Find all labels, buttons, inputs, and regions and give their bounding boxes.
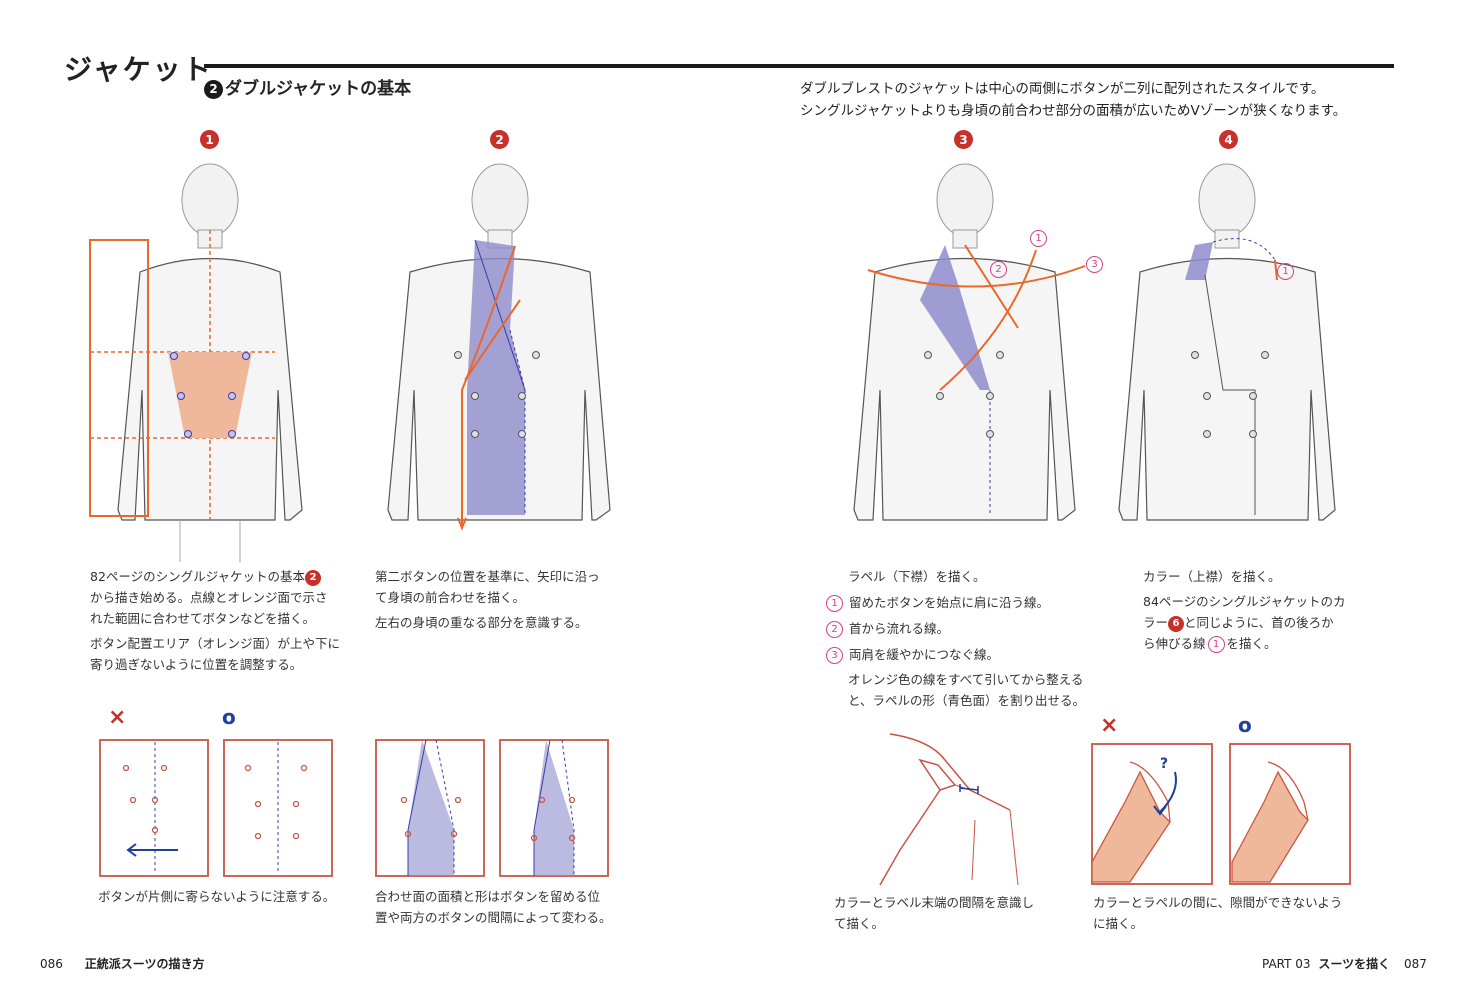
bottom-caption-2a: 合わせ面の面積と形はボタンを留める位 <box>375 889 601 904</box>
wrong-mark-2: × <box>1100 713 1119 738</box>
step-3-badge: 3 <box>954 130 973 149</box>
bottom-caption-2b: 置や両方のボタンの間隔によって変わる。 <box>375 910 612 925</box>
step-3-item-2-text: 首から流れる線。 <box>849 621 950 636</box>
step-3-item-1-mark: 1 <box>826 595 843 612</box>
question-mark: ? <box>1160 756 1169 772</box>
step-2-line-2: 左右の身頃の重なる部分を意識する。 <box>375 615 588 630</box>
step-1-line-1a: 82ページのシングルジャケットの基本 <box>90 569 306 584</box>
step-1-line-1c: れた範囲に合わせてボタンなどを描く。 <box>90 611 316 626</box>
page-title: ジャケット <box>64 53 213 86</box>
step-3-item-2-mark: 2 <box>826 621 843 638</box>
title-rule <box>204 64 1394 68</box>
figure-2-jacket-illustration <box>387 163 611 531</box>
step-3-item-3: 3 両肩を緩やかにつなぐ線。 <box>826 644 1106 665</box>
subtitle-number-badge: 2 <box>204 79 223 99</box>
step-2-description: 第二ボタンの位置を基準に、矢印に沿っ て身頃の前合わせを描く。 左右の身頃の重な… <box>375 566 635 637</box>
footer-left-page: 086 <box>40 957 63 971</box>
step-1-ref-badge: 2 <box>305 569 322 586</box>
footer-left-title: 正統派スーツの描き方 <box>84 957 205 971</box>
step-4-line-2b-post: と同じように、首の後ろか <box>1184 615 1334 630</box>
step-2-badge: 2 <box>490 130 509 149</box>
step-4-line-1: カラー（上襟）を描く。 <box>1143 569 1281 584</box>
diagram-label-3: 3 <box>1086 256 1103 273</box>
step-4-line-mark: 1 <box>1207 636 1225 653</box>
footer-left: 086 正統派スーツの描き方 <box>40 955 205 972</box>
step-1-badge: 1 <box>200 130 219 149</box>
step-4-line-2c-post: を描く。 <box>1226 636 1277 651</box>
step-3-item-3-mark: 3 <box>826 647 843 664</box>
collar-gap-comparison <box>1091 743 1351 885</box>
step-3-item-1: 1 留めたボタンを始点に肩に沿う線。 <box>826 592 1106 613</box>
bottom-caption-4b: に描く。 <box>1093 916 1144 931</box>
step-2-line-1b: て身頃の前合わせを描く。 <box>375 590 526 605</box>
step-2-line-1a: 第二ボタンの位置を基準に、矢印に沿っ <box>375 569 600 584</box>
bottom-caption-4: カラーとラペルの間に、隙間ができないよう に描く。 <box>1093 892 1373 934</box>
step-4-ref-badge: 6 <box>1168 615 1185 632</box>
intro-text: ダブルブレストのジャケットは中心の両側にボタンが二列に配列されたスタイルです。 … <box>800 78 1346 122</box>
step-1-line-1b: から描き始める。点線とオレンジ面で示さ <box>90 590 328 605</box>
overlap-area-comparison <box>375 739 609 877</box>
right-mark-1: o <box>222 705 236 729</box>
button-placement-comparison <box>99 739 333 877</box>
bottom-caption-1: ボタンが片側に寄らないように注意する。 <box>98 889 336 904</box>
intro-line-1: ダブルブレストのジャケットは中心の両側にボタンが二列に配列されたスタイルです。 <box>800 81 1325 97</box>
diagram-label-4: 1 <box>1277 263 1294 280</box>
wrong-mark-1: × <box>108 705 127 730</box>
step-3-item-1-text: 留めたボタンを始点に肩に沿う線。 <box>849 595 1050 610</box>
step-1-line-2a: ボタン配置エリア（オレンジ面）が上や下に <box>90 636 341 651</box>
lapel-collar-sketch <box>879 733 1019 886</box>
step-4-line-2b-pre: ラー <box>1143 615 1169 630</box>
intro-line-2: シングルジャケットよりも身頃の前合わせ部分の面積が広いためVゾーンが狭くなります… <box>800 103 1347 119</box>
bottom-caption-3b: て描く。 <box>834 916 885 931</box>
step-3-item-2: 2 首から流れる線。 <box>826 618 1106 639</box>
footer-right-title: スーツを描く <box>1318 957 1391 971</box>
step-1-line-2b: 寄り過ぎないように位置を調整する。 <box>90 657 303 672</box>
footer-right: PART 03 スーツを描く 087 <box>1262 955 1427 972</box>
step-4-badge: 4 <box>1219 130 1238 149</box>
step-3-outro-b: と、ラペルの形（青色面）を割り出せる。 <box>848 693 1086 708</box>
figure-1-jacket-illustration <box>89 163 303 562</box>
step-4-line-2c-pre: ら伸びる線 <box>1143 636 1206 651</box>
diagram-label-1: 1 <box>1030 230 1047 247</box>
subtitle-text: ダブルジャケットの基本 <box>225 79 412 99</box>
step-4-line-2a: 84ページのシングルジャケットのカ <box>1143 594 1346 609</box>
step-3-item-3-text: 両肩を緩やかにつなぐ線。 <box>849 647 1000 662</box>
bottom-caption-3: カラーとラベル末端の間隔を意識し て描く。 <box>834 892 1074 934</box>
footer-right-part: PART 03 <box>1262 957 1311 971</box>
bottom-caption-4a: カラーとラペルの間に、隙間ができないよう <box>1093 895 1343 910</box>
bottom-caption-3a: カラーとラベル末端の間隔を意識し <box>834 895 1035 910</box>
right-mark-2: o <box>1238 713 1252 737</box>
footer-right-page: 087 <box>1403 957 1427 971</box>
step-3-intro: ラペル（下襟）を描く。 <box>848 569 986 584</box>
figure-3-jacket-illustration <box>853 163 1086 521</box>
step-3-outro-a: オレンジ色の線をすべて引いてから整える <box>848 672 1084 687</box>
figure-4-jacket-illustration <box>1118 163 1336 521</box>
bottom-caption-2: 合わせ面の面積と形はボタンを留める位 置や両方のボタンの間隔によって変わる。 <box>375 886 635 928</box>
diagram-label-2: 2 <box>990 261 1007 278</box>
